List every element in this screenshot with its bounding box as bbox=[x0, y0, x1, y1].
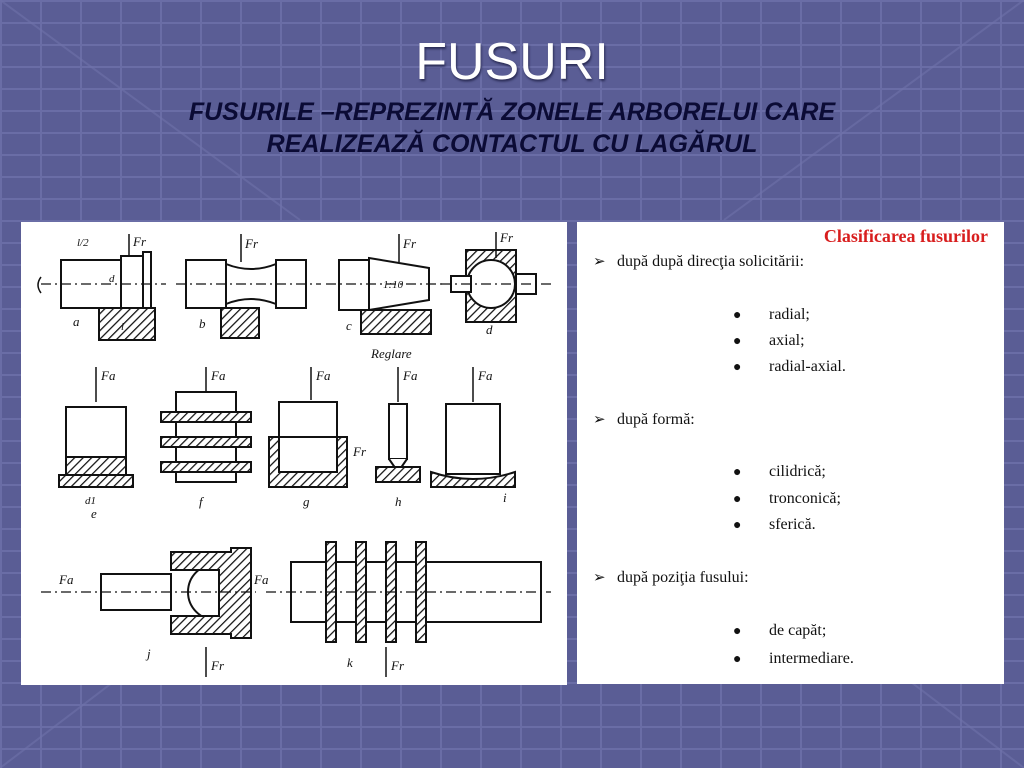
label-fr-d: Fr bbox=[499, 230, 514, 245]
bullet-icon: ● bbox=[733, 465, 742, 480]
label-h: h bbox=[395, 494, 402, 509]
label-dim-l2: l/2 bbox=[77, 237, 89, 249]
bullet-icon: ● bbox=[733, 518, 742, 533]
label-dim-l: l bbox=[121, 321, 124, 333]
classification-panel: Clasificarea fusurilor ➢ după după direcţ… bbox=[577, 222, 1004, 684]
list-item: ●tronconică; bbox=[733, 490, 841, 507]
list-item: ●intermediare. bbox=[733, 650, 854, 667]
journal-c bbox=[326, 234, 446, 335]
bullet-icon: ● bbox=[733, 652, 742, 667]
journal-b bbox=[176, 234, 321, 339]
arrowhead-icon: ➢ bbox=[593, 254, 606, 270]
criterion-label: după după direcţia solicitării: bbox=[617, 253, 805, 270]
label-fa-e: Fa bbox=[100, 368, 116, 383]
label-d: d bbox=[486, 322, 493, 337]
label-fr-g: Fr bbox=[352, 444, 367, 459]
label-j: j bbox=[145, 646, 151, 661]
journal-e bbox=[58, 367, 134, 488]
label-fa-j: Fa bbox=[58, 572, 74, 587]
technical-drawing: a b c d e f g h i j k Fr Fr Fr Fr Fa Fa … bbox=[37, 230, 551, 677]
criterion-position: ➢ după poziţia fusului: bbox=[593, 568, 749, 587]
label-taper: 1:10 bbox=[383, 279, 404, 291]
criterion-label: după poziţia fusului: bbox=[617, 569, 749, 586]
list-item: ●axial; bbox=[733, 332, 805, 349]
journal-i bbox=[430, 367, 516, 488]
label-e: e bbox=[91, 506, 97, 521]
journal-a bbox=[37, 234, 166, 341]
label-fa-f: Fa bbox=[210, 368, 226, 383]
list-item: ●radial; bbox=[733, 306, 810, 323]
label-fa-i: Fa bbox=[477, 368, 493, 383]
label-fr-b: Fr bbox=[244, 236, 259, 251]
list-item: ●cilidrică; bbox=[733, 463, 826, 480]
label-dim-d1: d1 bbox=[85, 495, 96, 507]
label-b: b bbox=[199, 316, 206, 331]
list-item: ●de capăt; bbox=[733, 622, 827, 639]
journal-j bbox=[41, 547, 256, 677]
criterion-direction: ➢ după după direcţia solicitării: bbox=[593, 252, 804, 271]
list-item: ●sferică. bbox=[733, 516, 816, 533]
label-g: g bbox=[303, 494, 310, 509]
label-fa-k: Fa bbox=[253, 572, 269, 587]
label-a: a bbox=[73, 314, 80, 329]
bullet-icon: ● bbox=[733, 624, 742, 639]
label-fa-h: Fa bbox=[402, 368, 418, 383]
label-fr-a: Fr bbox=[132, 234, 147, 249]
label-c: c bbox=[346, 318, 352, 333]
label-dim-d: d bbox=[109, 273, 115, 285]
bullet-icon: ● bbox=[733, 492, 742, 507]
label-fr-k: Fr bbox=[390, 658, 405, 673]
label-fa-g: Fa bbox=[315, 368, 331, 383]
journal-h bbox=[375, 367, 421, 483]
subtitle-line-1: FUSURILE –REPREZINTĂ ZONELE ARBORELUI CA… bbox=[188, 98, 836, 126]
bullet-icon: ● bbox=[733, 334, 742, 349]
label-i: i bbox=[503, 490, 507, 505]
slide-subtitle: FUSURILE –REPREZINTĂ ZONELE ARBORELUI CA… bbox=[100, 96, 924, 160]
arrowhead-icon: ➢ bbox=[593, 412, 606, 428]
criterion-label: după formă: bbox=[617, 411, 695, 428]
journal-types-drawing: a b c d e f g h i j k Fr Fr Fr Fr Fa Fa … bbox=[21, 222, 567, 685]
subtitle-line-2: REALIZEAZĂ CONTACTUL CU LAGĂRUL bbox=[266, 130, 758, 158]
label-fr-j: Fr bbox=[210, 658, 225, 673]
label-f: f bbox=[199, 494, 205, 509]
bullet-icon: ● bbox=[733, 308, 742, 323]
label-fr-c: Fr bbox=[402, 236, 417, 251]
label-reglare-c: Reglare bbox=[370, 346, 412, 361]
label-k: k bbox=[347, 655, 353, 670]
criterion-shape: ➢ după formă: bbox=[593, 410, 695, 429]
journal-d bbox=[441, 232, 551, 323]
bullet-icon: ● bbox=[733, 360, 742, 375]
arrowhead-icon: ➢ bbox=[593, 570, 606, 586]
journal-k bbox=[266, 541, 551, 677]
journal-f bbox=[160, 367, 252, 483]
list-item: ●radial-axial. bbox=[733, 358, 846, 375]
classification-title: Clasificarea fusurilor bbox=[823, 226, 988, 246]
slide-title: FUSURI bbox=[415, 33, 609, 91]
journal-g bbox=[268, 367, 348, 488]
